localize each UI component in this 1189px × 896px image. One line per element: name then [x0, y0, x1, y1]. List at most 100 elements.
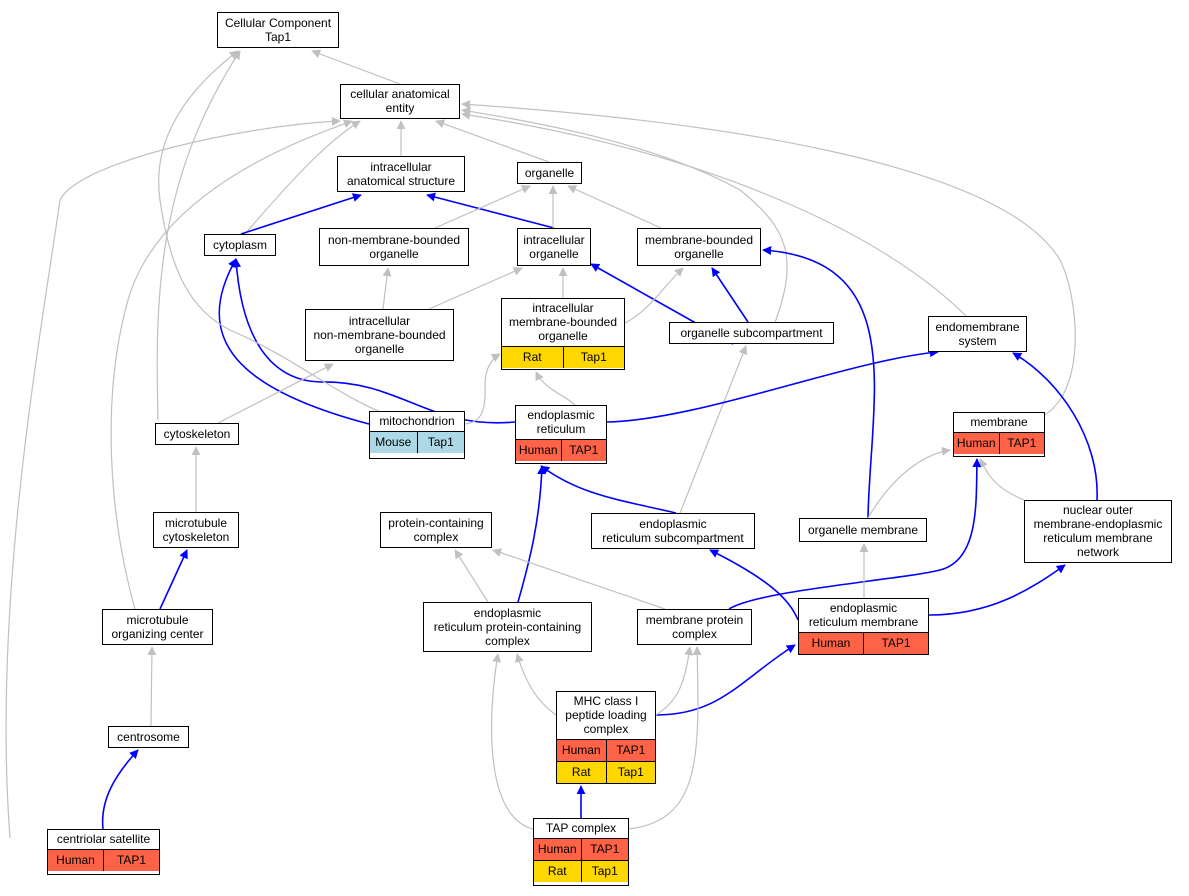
node-microtubule-organizing-center[interactable]: microtubule organizing center — [102, 609, 213, 645]
is-a-edge — [428, 267, 523, 310]
node-label: organelle membrane — [807, 522, 919, 537]
is-a-edge — [624, 267, 684, 324]
node-label: Cellular Component Tap1 — [224, 15, 332, 44]
is-a-edge — [156, 50, 241, 421]
gene-cell: Tap1 — [416, 432, 465, 453]
node-er-subcompartment[interactable]: endoplasmic reticulum subcompartment — [591, 513, 755, 549]
node-intracellular-membrane-bounded-organelle[interactable]: intracellular membrane-bounded organelle… — [501, 298, 625, 370]
annotation-row: Human TAP1 — [48, 849, 159, 871]
node-label: mitochondrion — [379, 414, 455, 428]
node-organelle-subcompartment[interactable]: organelle subcompartment — [669, 322, 834, 344]
species-cell: Rat — [522, 350, 542, 364]
part-of-edge — [159, 549, 188, 610]
node-label: cellular anatomical entity — [350, 87, 450, 115]
node-label: MHC class I peptide loading complex — [565, 694, 647, 736]
species-cell: Mouse — [375, 435, 412, 449]
node-intracellular-anatomical-structure[interactable]: intracellular anatomical structure — [337, 156, 465, 192]
is-a-edge — [244, 120, 361, 235]
node-intracellular-organelle[interactable]: intracellular organelle — [517, 228, 591, 266]
is-a-edge — [158, 50, 405, 422]
node-label: membrane protein complex — [645, 612, 744, 641]
is-a-edge — [454, 549, 489, 603]
node-label: organelle subcompartment — [680, 325, 823, 340]
gene-cell: Tap1 — [562, 347, 625, 368]
node-label: membrane-bounded organelle — [644, 232, 754, 261]
node-nuclear-outer-membrane[interactable]: nuclear outer membrane-endoplasmic retic… — [1024, 500, 1172, 563]
node-label: non-membrane-bounded organelle — [327, 232, 461, 261]
node-non-membrane-bounded-organelle[interactable]: non-membrane-bounded organelle — [319, 228, 469, 266]
node-label: microtubule cytoskeleton — [162, 515, 230, 544]
node-label: intracellular non-membrane-bounded organ… — [313, 313, 446, 356]
species-cell: Human — [56, 853, 95, 867]
node-protein-containing-complex[interactable]: protein-containing complex — [380, 512, 492, 548]
part-of-edge — [240, 193, 362, 235]
is-a-edge — [655, 646, 694, 716]
node-cellular-component[interactable]: Cellular Component Tap1 — [217, 12, 339, 48]
is-a-edge — [461, 100, 1076, 423]
node-cytoplasm[interactable]: cytoplasm — [204, 234, 276, 256]
node-label: microtubule organizing center — [111, 612, 204, 641]
is-a-edge — [979, 458, 1025, 501]
node-membrane-bounded-organelle[interactable]: membrane-bounded organelle — [637, 228, 761, 266]
node-label: cytoplasm — [212, 237, 268, 252]
node-label: endoplasmic reticulum — [527, 408, 595, 436]
node-cellular-anatomical-entity[interactable]: cellular anatomical entity — [340, 84, 460, 119]
species-cell: Human — [518, 443, 558, 457]
is-a-edge — [628, 646, 702, 830]
node-organelle-membrane[interactable]: organelle membrane — [799, 518, 927, 542]
species-cell: Human — [811, 636, 851, 650]
gene-cell: Tap1 — [605, 762, 656, 783]
annotation-row: Rat Tap1 — [502, 346, 624, 368]
node-label: organelle — [524, 165, 575, 180]
is-a-edge — [464, 353, 501, 425]
node-er-protein-containing-complex[interactable]: endoplasmic reticulum protein-containing… — [423, 602, 592, 652]
node-microtubule-cytoskeleton[interactable]: microtubule cytoskeleton — [153, 512, 239, 548]
annotation-row: Rat Tap1 — [557, 761, 655, 783]
gene-cell: TAP1 — [998, 433, 1045, 454]
part-of-edge — [606, 348, 939, 423]
gene-cell: TAP1 — [863, 633, 928, 654]
gene-cell: TAP1 — [605, 740, 656, 761]
is-a-edge — [434, 185, 531, 229]
is-a-edge — [435, 119, 550, 163]
is-a-edge — [461, 110, 967, 317]
part-of-edge — [655, 644, 796, 716]
is-a-edge — [5, 116, 341, 839]
is-a-edge — [567, 185, 662, 229]
part-of-edge — [517, 465, 547, 603]
part-of-edge — [728, 458, 982, 610]
is-a-edge — [110, 119, 353, 610]
node-membrane-protein-complex[interactable]: membrane protein complex — [637, 609, 752, 645]
gene-cell: TAP1 — [103, 850, 159, 871]
is-a-edge — [867, 446, 951, 519]
annotation-row: Human TAP1 — [799, 632, 928, 654]
species-cell: Rat — [571, 765, 591, 779]
is-a-edge — [492, 548, 666, 610]
node-intracellular-non-membrane-bounded-organelle[interactable]: intracellular non-membrane-bounded organ… — [305, 309, 454, 361]
node-label: intracellular anatomical structure — [346, 159, 456, 188]
node-label: cytoskeleton — [163, 426, 231, 441]
node-organelle[interactable]: organelle — [517, 162, 582, 184]
node-label: centriolar satellite — [56, 832, 151, 846]
node-label: endoplasmic reticulum membrane — [808, 601, 919, 629]
node-centrosome[interactable]: centrosome — [108, 726, 189, 748]
node-endomembrane-system[interactable]: endomembrane system — [928, 316, 1027, 352]
node-label: TAP complex — [545, 821, 617, 835]
part-of-edge — [218, 258, 370, 425]
part-of-edge — [426, 192, 555, 229]
node-cytoskeleton[interactable]: cytoskeleton — [155, 423, 239, 445]
is-a-edge — [147, 646, 157, 727]
node-label: centrosome — [117, 729, 180, 744]
part-of-edge — [1012, 352, 1098, 501]
